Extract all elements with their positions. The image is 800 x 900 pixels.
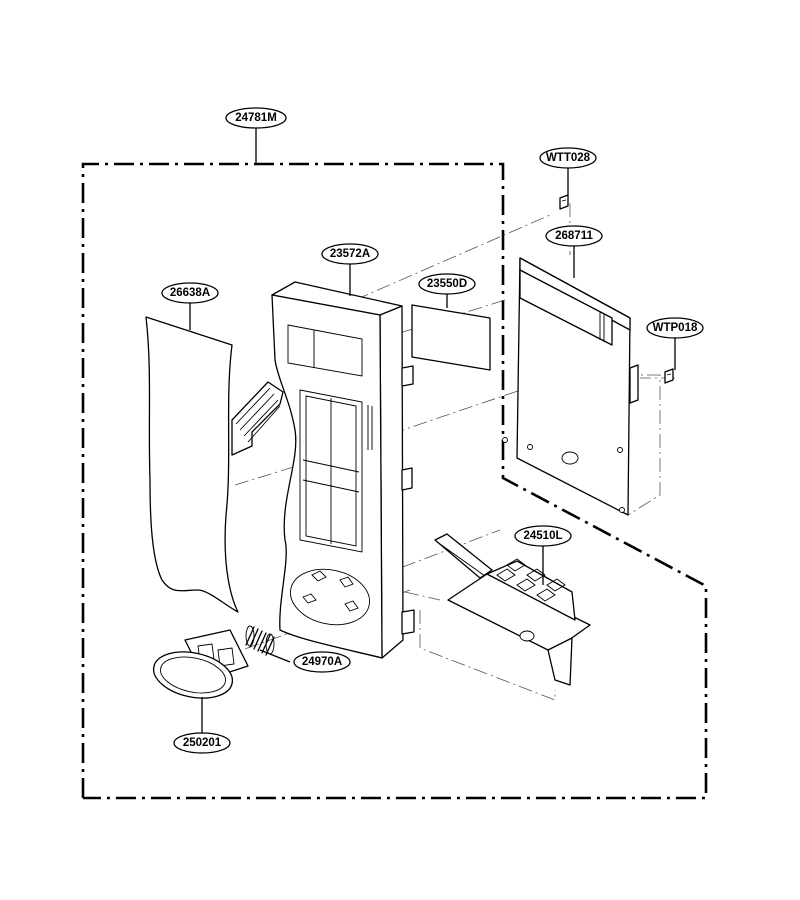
callout-label-spring: 24970A	[302, 656, 342, 668]
door-latch-part	[434, 533, 591, 686]
callout-WTT028: WTT028	[539, 147, 597, 169]
assembly-boundary	[81, 162, 708, 800]
callout-label-screw-top: WTT028	[546, 152, 591, 164]
callout-label-display-window: 23550D	[427, 278, 467, 290]
callout-label-screw-side: WTP018	[653, 322, 698, 334]
pcb-part	[502, 257, 639, 516]
callout-23572A: 23572A	[321, 243, 379, 265]
callout-24510L: 24510L	[514, 525, 572, 547]
callout-24781M: 24781M	[225, 107, 287, 129]
callout-label-push-button: 250201	[183, 737, 222, 749]
callout-label-panel-frame: 23572A	[330, 248, 370, 260]
callout-label-pcb: 268711	[555, 230, 593, 242]
callout-label-membrane-switch: 26638A	[170, 287, 210, 299]
display-window-part	[411, 304, 491, 371]
callout-268711: 268711	[545, 225, 603, 247]
leader-lines	[189, 128, 676, 733]
screw-side-part	[664, 368, 674, 384]
control-panel-frame-part	[271, 281, 415, 659]
callout-label-door-latch: 24510L	[523, 530, 562, 542]
callout-23550D: 23550D	[418, 273, 476, 295]
membrane-switch-part	[145, 316, 284, 613]
callout-label-assembly: 24781M	[235, 112, 277, 124]
callout-26638A: 26638A	[161, 282, 219, 304]
callout-24970A: 24970A	[293, 651, 351, 673]
callout-WTP018: WTP018	[646, 317, 704, 339]
screw-top-part	[559, 194, 569, 210]
keypad-grid	[299, 389, 373, 553]
callout-250201: 250201	[173, 732, 231, 754]
push-button-part	[152, 629, 249, 699]
